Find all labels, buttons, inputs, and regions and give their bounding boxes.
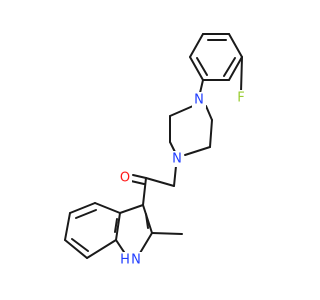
bond — [228, 33, 243, 58]
bond-double-inner — [196, 57, 208, 76]
piperazine-ring — [169, 105, 213, 156]
bond — [94, 202, 121, 214]
bond-double-inner — [75, 209, 97, 219]
bond-double-inner — [71, 238, 89, 252]
bond — [86, 239, 117, 259]
bond — [228, 56, 243, 81]
fluorophenyl-ring — [189, 33, 243, 81]
bond — [189, 33, 204, 58]
indole-h-label: H — [120, 253, 130, 268]
bond — [209, 119, 213, 148]
atom-nh: H N — [118, 252, 142, 270]
bond-c-o-double — [130, 180, 145, 185]
indole-n-label: N — [131, 253, 141, 268]
atom-o: O — [117, 170, 132, 186]
bond-c-o — [132, 174, 147, 179]
nitrogen-top-label: N — [194, 93, 204, 108]
atom-f: F — [234, 90, 248, 106]
bond-ch2-c — [145, 177, 175, 187]
bond — [189, 56, 204, 81]
bond-c-f — [240, 56, 243, 93]
oxygen-label: O — [120, 171, 130, 186]
indole-benzene-ring — [64, 202, 121, 259]
atom-n-bottom: N — [170, 151, 184, 167]
bond-aryl-n — [199, 79, 204, 94]
bond-double-inner — [114, 218, 118, 233]
bond — [205, 105, 213, 121]
atom-n-top: N — [192, 92, 206, 108]
fluorine-label: F — [237, 91, 244, 106]
bond — [115, 212, 121, 241]
bond — [64, 239, 88, 259]
bond-methyl — [151, 232, 183, 235]
structure-canvas: F N N O H N — [0, 0, 300, 300]
bond-c-c3 — [142, 177, 147, 206]
background — [0, 0, 300, 300]
bond-double-inner — [145, 213, 149, 229]
bond — [64, 212, 71, 241]
bond-n-ch2 — [173, 165, 177, 187]
bond — [139, 232, 153, 254]
bond — [69, 202, 96, 214]
bond — [169, 141, 176, 153]
nitrogen-bottom-label: N — [172, 152, 182, 167]
bond — [169, 105, 194, 117]
molecule-drawing: F N N O H N — [0, 0, 300, 300]
indole-pyrrole-ring — [115, 204, 153, 259]
bond-double-inner — [223, 57, 236, 77]
bond — [119, 204, 144, 214]
bond — [184, 146, 211, 156]
